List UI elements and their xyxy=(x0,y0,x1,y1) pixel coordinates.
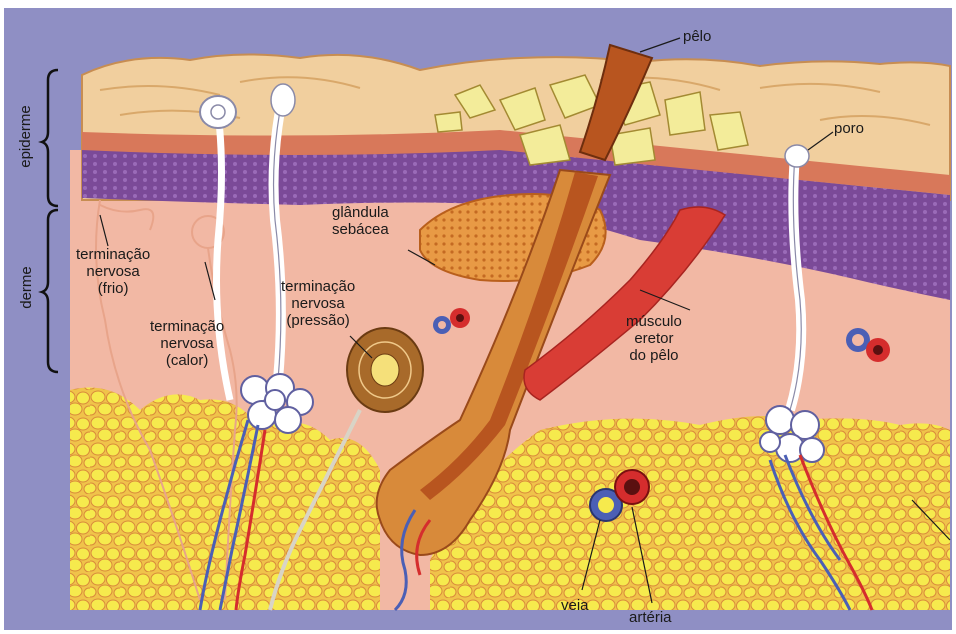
label-musculo-eretor: músculo eretor do pêlo xyxy=(626,313,682,364)
sweat-pore-left xyxy=(271,84,295,116)
label-glandula-line-2: sebácea xyxy=(332,221,389,238)
label-frio-line-3: (frio) xyxy=(76,280,150,297)
label-veia: veia xyxy=(561,597,589,614)
sweat-pore-right xyxy=(785,145,809,167)
label-musculo-line-2: eretor xyxy=(626,330,682,347)
label-terminacao-calor: terminação nervosa (calor) xyxy=(150,318,224,369)
label-derme: derme xyxy=(18,266,35,309)
label-musculo-line-3: do pêlo xyxy=(626,347,682,364)
label-calor-line-3: (calor) xyxy=(150,352,224,369)
label-calor-line-1: terminação xyxy=(150,318,224,335)
label-glandula-line-1: glândula xyxy=(332,204,389,221)
label-frio-line-1: terminação xyxy=(76,246,150,263)
label-calor-line-2: nervosa xyxy=(150,335,224,352)
label-epiderme: epiderme xyxy=(17,105,34,168)
touch-receptor-top xyxy=(200,96,236,128)
label-arteria: artéria xyxy=(629,609,672,626)
label-pressao-line-2: nervosa xyxy=(281,295,355,312)
label-glandula-sebacea: glândula sebácea xyxy=(332,204,389,238)
label-terminacao-pressao: terminação nervosa (pressão) xyxy=(281,278,355,329)
label-pressao-line-3: (pressão) xyxy=(281,312,355,329)
label-terminacao-frio: terminação nervosa (frio) xyxy=(76,246,150,297)
label-poro: poro xyxy=(834,120,864,137)
label-pelo: pêlo xyxy=(683,28,711,45)
label-pressao-line-1: terminação xyxy=(281,278,355,295)
label-frio-line-2: nervosa xyxy=(76,263,150,280)
label-musculo-line-1: músculo xyxy=(626,313,682,330)
